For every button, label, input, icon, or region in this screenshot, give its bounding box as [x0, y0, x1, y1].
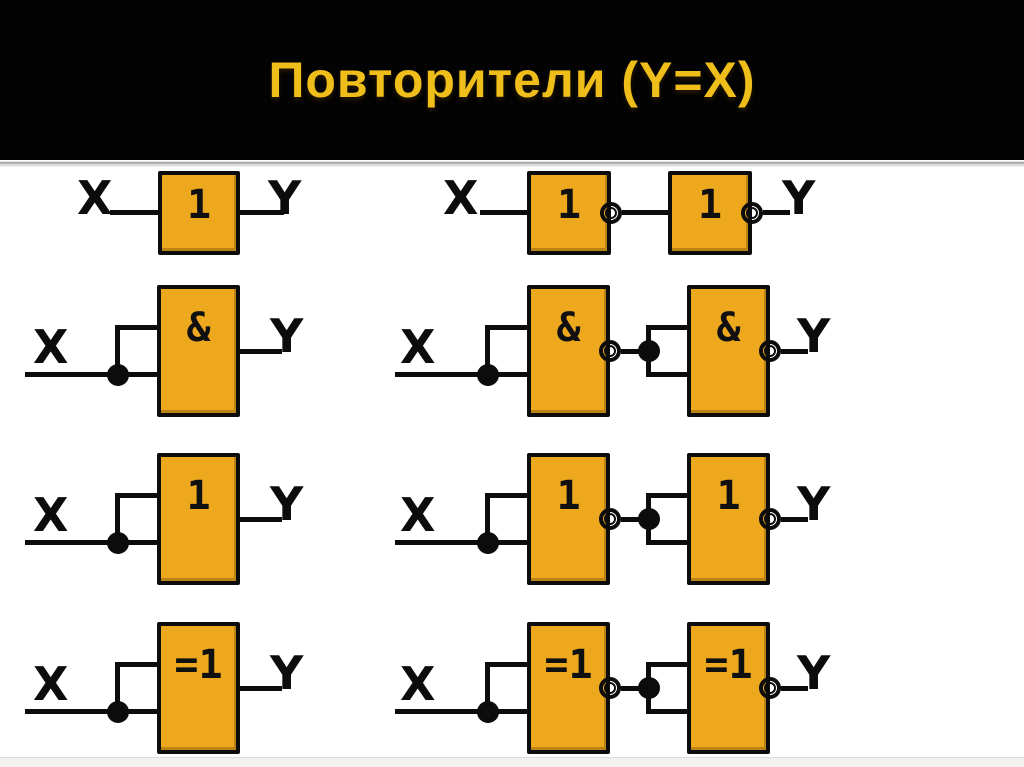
- output-label: Y: [270, 309, 304, 363]
- wire-input: [395, 709, 527, 714]
- wire-input: [25, 372, 157, 377]
- gate-label: 1: [716, 473, 741, 519]
- gate-box: =1: [687, 622, 770, 754]
- wire-branch-top: [115, 493, 157, 498]
- gate-label: 1: [697, 182, 723, 228]
- output-label: Y: [782, 171, 816, 225]
- wire-branch-top: [485, 662, 527, 667]
- gate-box: =1: [157, 622, 240, 754]
- gate-box: &: [157, 285, 240, 417]
- wire-link: [621, 349, 651, 354]
- output-label: Y: [797, 646, 831, 700]
- wire-output: [240, 686, 282, 691]
- input-label: X: [443, 171, 479, 225]
- gate-box: 1: [687, 453, 770, 585]
- wire-branch: [485, 662, 490, 714]
- wire-output: [781, 349, 808, 354]
- wire-input: [110, 210, 158, 215]
- inversion-bubble: [759, 340, 781, 362]
- wire-branch-top: [115, 662, 157, 667]
- gate-label: 1: [556, 182, 582, 228]
- wire-input: [480, 210, 527, 215]
- inversion-bubble: [759, 508, 781, 530]
- wire-branch: [115, 662, 120, 714]
- wire-output: [763, 210, 790, 215]
- gate-label: =1: [704, 642, 753, 688]
- gate-box: 1: [527, 171, 611, 255]
- input-label: X: [33, 657, 69, 711]
- gate-box: &: [687, 285, 770, 417]
- gate-box: &: [527, 285, 610, 417]
- output-label: Y: [270, 646, 304, 700]
- wire-branch-top: [485, 493, 527, 498]
- gate-box: 1: [157, 453, 240, 585]
- wire-branch-top: [485, 325, 527, 330]
- inversion-bubble: [741, 202, 763, 224]
- wire-branch-top: [646, 325, 687, 330]
- bottom-strip: [0, 757, 1024, 767]
- wire-branch: [646, 662, 651, 714]
- wire-branch: [485, 325, 490, 377]
- wire-input: [395, 372, 527, 377]
- gate-label: 1: [186, 473, 211, 519]
- gate-box: 1: [527, 453, 610, 585]
- wire-output: [240, 517, 282, 522]
- gate-label: 1: [556, 473, 581, 519]
- input-label: X: [400, 657, 436, 711]
- wire-branch-bottom: [646, 540, 687, 545]
- wire-output: [240, 210, 284, 215]
- wire-input: [395, 540, 527, 545]
- inversion-bubble: [599, 677, 621, 699]
- wire-output: [781, 686, 808, 691]
- wire-link: [621, 517, 651, 522]
- wire-link: [622, 210, 668, 215]
- gate-box: 1: [158, 171, 240, 255]
- gate-label: =1: [174, 642, 223, 688]
- gate-label: 1: [186, 182, 212, 228]
- header-separator: [0, 160, 1024, 167]
- wire-branch-top: [646, 662, 687, 667]
- input-label: X: [400, 320, 436, 374]
- wire-branch-bottom: [646, 372, 687, 377]
- input-label: X: [77, 171, 113, 225]
- gate-box: =1: [527, 622, 610, 754]
- inversion-bubble: [599, 340, 621, 362]
- wire-output: [240, 349, 282, 354]
- slide-header: Повторители (Y=X): [0, 0, 1024, 160]
- input-label: X: [33, 488, 69, 542]
- wire-branch: [485, 493, 490, 545]
- gate-label: =1: [544, 642, 593, 688]
- wire-link: [621, 686, 651, 691]
- wire-input: [25, 709, 157, 714]
- wire-input: [25, 540, 157, 545]
- wire-output: [781, 517, 808, 522]
- wire-branch: [115, 493, 120, 545]
- gate-label: &: [716, 305, 741, 351]
- input-label: X: [33, 320, 69, 374]
- input-label: X: [400, 488, 436, 542]
- inversion-bubble: [599, 508, 621, 530]
- gate-label: &: [556, 305, 581, 351]
- output-label: Y: [797, 309, 831, 363]
- output-label: Y: [270, 477, 304, 531]
- wire-branch: [646, 493, 651, 545]
- wire-branch-top: [115, 325, 157, 330]
- gate-box: 1: [668, 171, 752, 255]
- wire-branch: [646, 325, 651, 377]
- inversion-bubble: [600, 202, 622, 224]
- wire-branch: [115, 325, 120, 377]
- wire-branch-bottom: [646, 709, 687, 714]
- gate-label: &: [186, 305, 211, 351]
- inversion-bubble: [759, 677, 781, 699]
- wire-branch-top: [646, 493, 687, 498]
- slide-title: Повторители (Y=X): [268, 52, 756, 108]
- output-label: Y: [797, 477, 831, 531]
- output-label: Y: [268, 171, 302, 225]
